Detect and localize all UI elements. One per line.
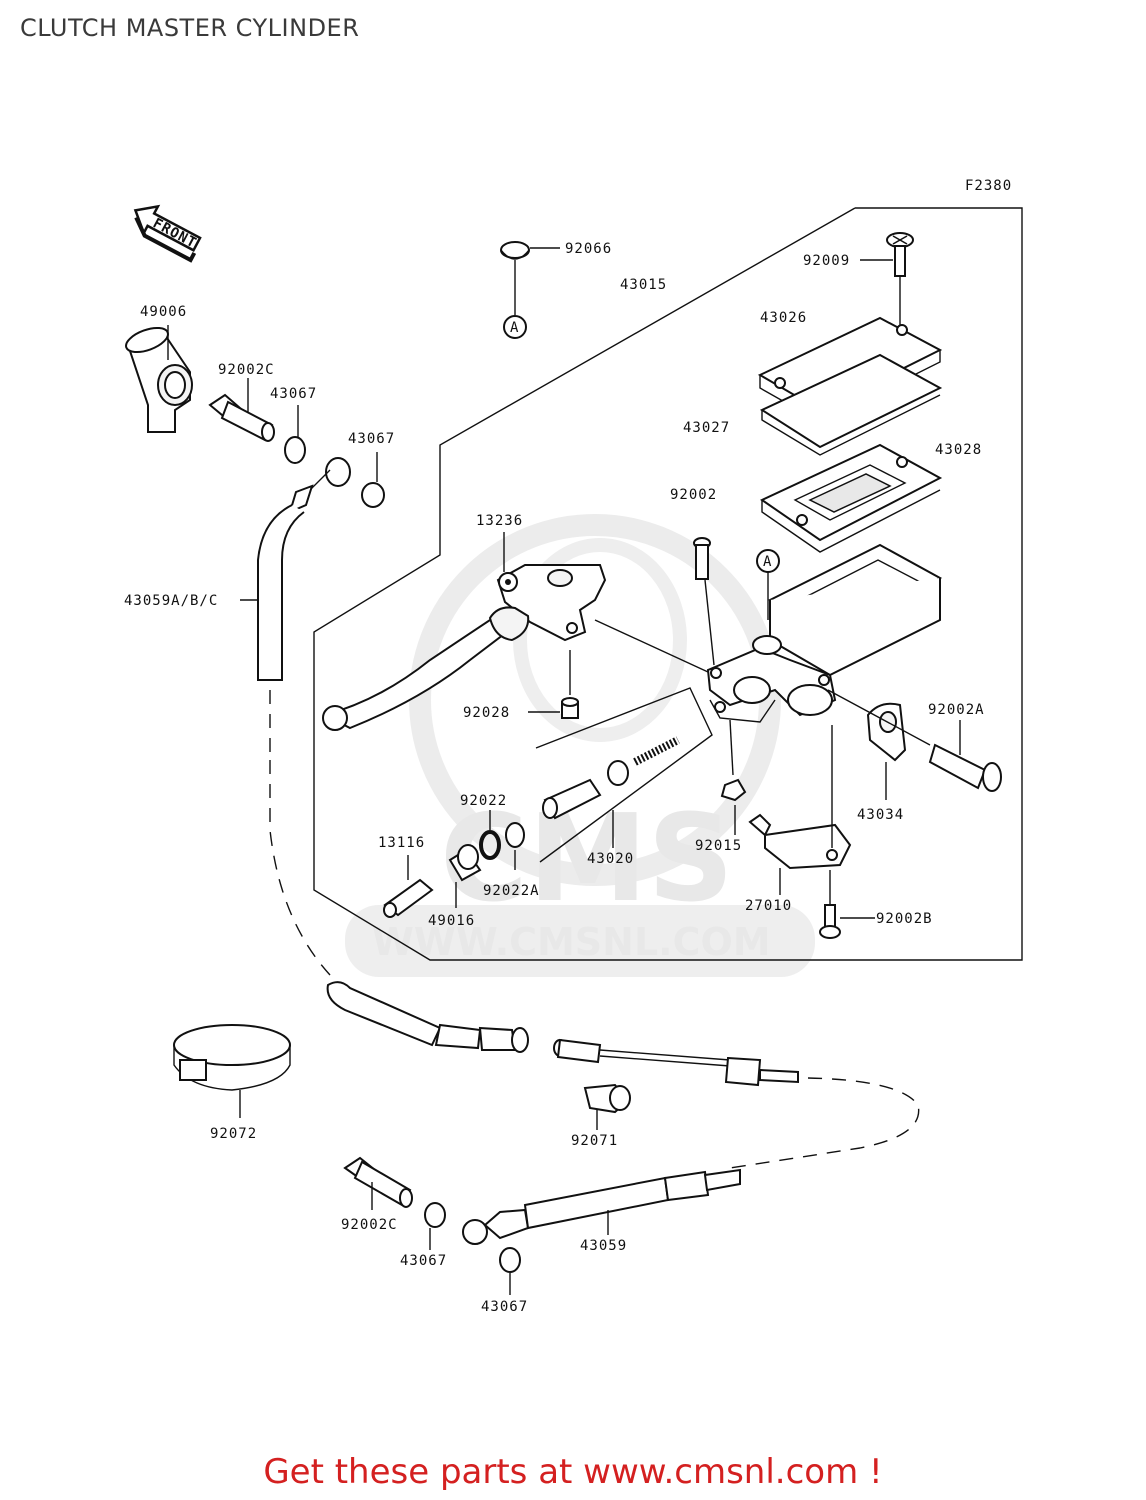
label-43034[interactable]: 43034 — [857, 807, 904, 823]
label-92071[interactable]: 92071 — [571, 1133, 618, 1149]
label-43059[interactable]: 43059 — [580, 1238, 627, 1254]
label-92022[interactable]: 92022 — [460, 793, 507, 809]
part-92002A-bolt[interactable] — [827, 689, 1002, 792]
shop-callout-link[interactable]: Get these parts at www.cmsnl.com ! — [263, 1452, 883, 1492]
part-92022-circlip[interactable] — [479, 810, 501, 860]
part-master-cylinder-body[interactable] — [706, 543, 943, 723]
label-92066[interactable]: 92066 — [565, 241, 612, 257]
ref-marker-top: A — [503, 260, 527, 339]
part-92002C-banjo-bolt-lower[interactable] — [343, 1156, 413, 1210]
label-43059ABC[interactable]: 43059A/B/C — [124, 593, 218, 609]
label-43067-4[interactable]: 43067 — [481, 1299, 528, 1315]
part-13236-lever[interactable] — [322, 532, 709, 731]
part-49006-boot[interactable] — [123, 323, 193, 433]
label-43015[interactable]: 43015 — [620, 277, 667, 293]
label-92015[interactable]: 92015 — [695, 838, 742, 854]
label-43027[interactable]: 43027 — [683, 420, 730, 436]
page-title: CLUTCH MASTER CYLINDER — [20, 14, 360, 42]
front-label: FRONT — [150, 215, 199, 251]
part-92002C-banjo-bolt-upper[interactable] — [208, 378, 275, 442]
label-43067-2[interactable]: 43067 — [348, 431, 395, 447]
label-49006[interactable]: 49006 — [140, 304, 187, 320]
label-49016[interactable]: 49016 — [428, 913, 475, 929]
front-arrow-icon: FRONT — [133, 204, 202, 263]
part-43059-hose[interactable] — [240, 457, 351, 976]
part-43067-washer-2[interactable] — [361, 452, 385, 508]
part-49016-dust-seal[interactable] — [448, 844, 482, 908]
part-13116-push-rod[interactable] — [383, 855, 434, 918]
part-labels: 92066 43015 92009 43026 43027 43028 4900… — [124, 241, 985, 1315]
part-pipe-upper[interactable] — [553, 1038, 799, 1087]
label-13236[interactable]: 13236 — [476, 513, 523, 529]
pipe-connection-line — [729, 1077, 920, 1169]
label-92002[interactable]: 92002 — [670, 487, 717, 503]
label-92022A[interactable]: 92022A — [483, 883, 540, 899]
label-43020[interactable]: 43020 — [587, 851, 634, 867]
label-43067-3[interactable]: 43067 — [400, 1253, 447, 1269]
label-92002C-lower[interactable]: 92002C — [341, 1217, 398, 1233]
assembly-boundary — [313, 207, 1023, 961]
label-92009[interactable]: 92009 — [803, 253, 850, 269]
label-92072[interactable]: 92072 — [210, 1126, 257, 1142]
label-92028[interactable]: 92028 — [463, 705, 510, 721]
part-43059-hose-lower[interactable] — [462, 1168, 741, 1245]
part-92002-bolt[interactable] — [693, 537, 715, 666]
label-43067-1[interactable]: 43067 — [270, 386, 317, 402]
part-92015-nut[interactable] — [720, 719, 747, 835]
part-92009-screw[interactable] — [860, 232, 914, 330]
part-43067-washer-4[interactable] — [499, 1247, 521, 1295]
part-92071-collar[interactable] — [583, 1083, 631, 1130]
figure-code: F2380 — [965, 178, 1012, 194]
part-43059-lower-hose[interactable] — [326, 981, 529, 1053]
svg-text:A: A — [510, 320, 519, 336]
part-43034-clamp[interactable] — [866, 702, 907, 800]
label-27010[interactable]: 27010 — [745, 898, 792, 914]
part-43067-washer-3[interactable] — [424, 1202, 446, 1250]
part-43027-plate[interactable] — [759, 353, 943, 456]
label-92002A[interactable]: 92002A — [928, 702, 985, 718]
part-27010-switch[interactable] — [748, 725, 852, 895]
label-92002B[interactable]: 92002B — [876, 911, 933, 927]
label-43028[interactable]: 43028 — [935, 442, 982, 458]
label-13116[interactable]: 13116 — [378, 835, 425, 851]
part-92072-clamp[interactable] — [173, 1024, 291, 1118]
part-43028-diaphragm[interactable] — [759, 443, 943, 553]
svg-text:A: A — [763, 554, 772, 570]
part-92066-cap[interactable] — [500, 241, 560, 260]
part-43067-washer-1[interactable] — [284, 405, 306, 464]
ref-marker-body: A — [756, 549, 780, 620]
part-92002B-screw[interactable] — [819, 870, 875, 939]
label-92002C-upper[interactable]: 92002C — [218, 362, 275, 378]
label-43026[interactable]: 43026 — [760, 310, 807, 326]
part-43020-piston-kit[interactable] — [535, 687, 713, 863]
watermark-url: WWW.CMSNL.COM — [372, 920, 771, 964]
part-92022A-washer[interactable] — [505, 822, 525, 870]
part-92028-pin[interactable] — [528, 650, 579, 719]
